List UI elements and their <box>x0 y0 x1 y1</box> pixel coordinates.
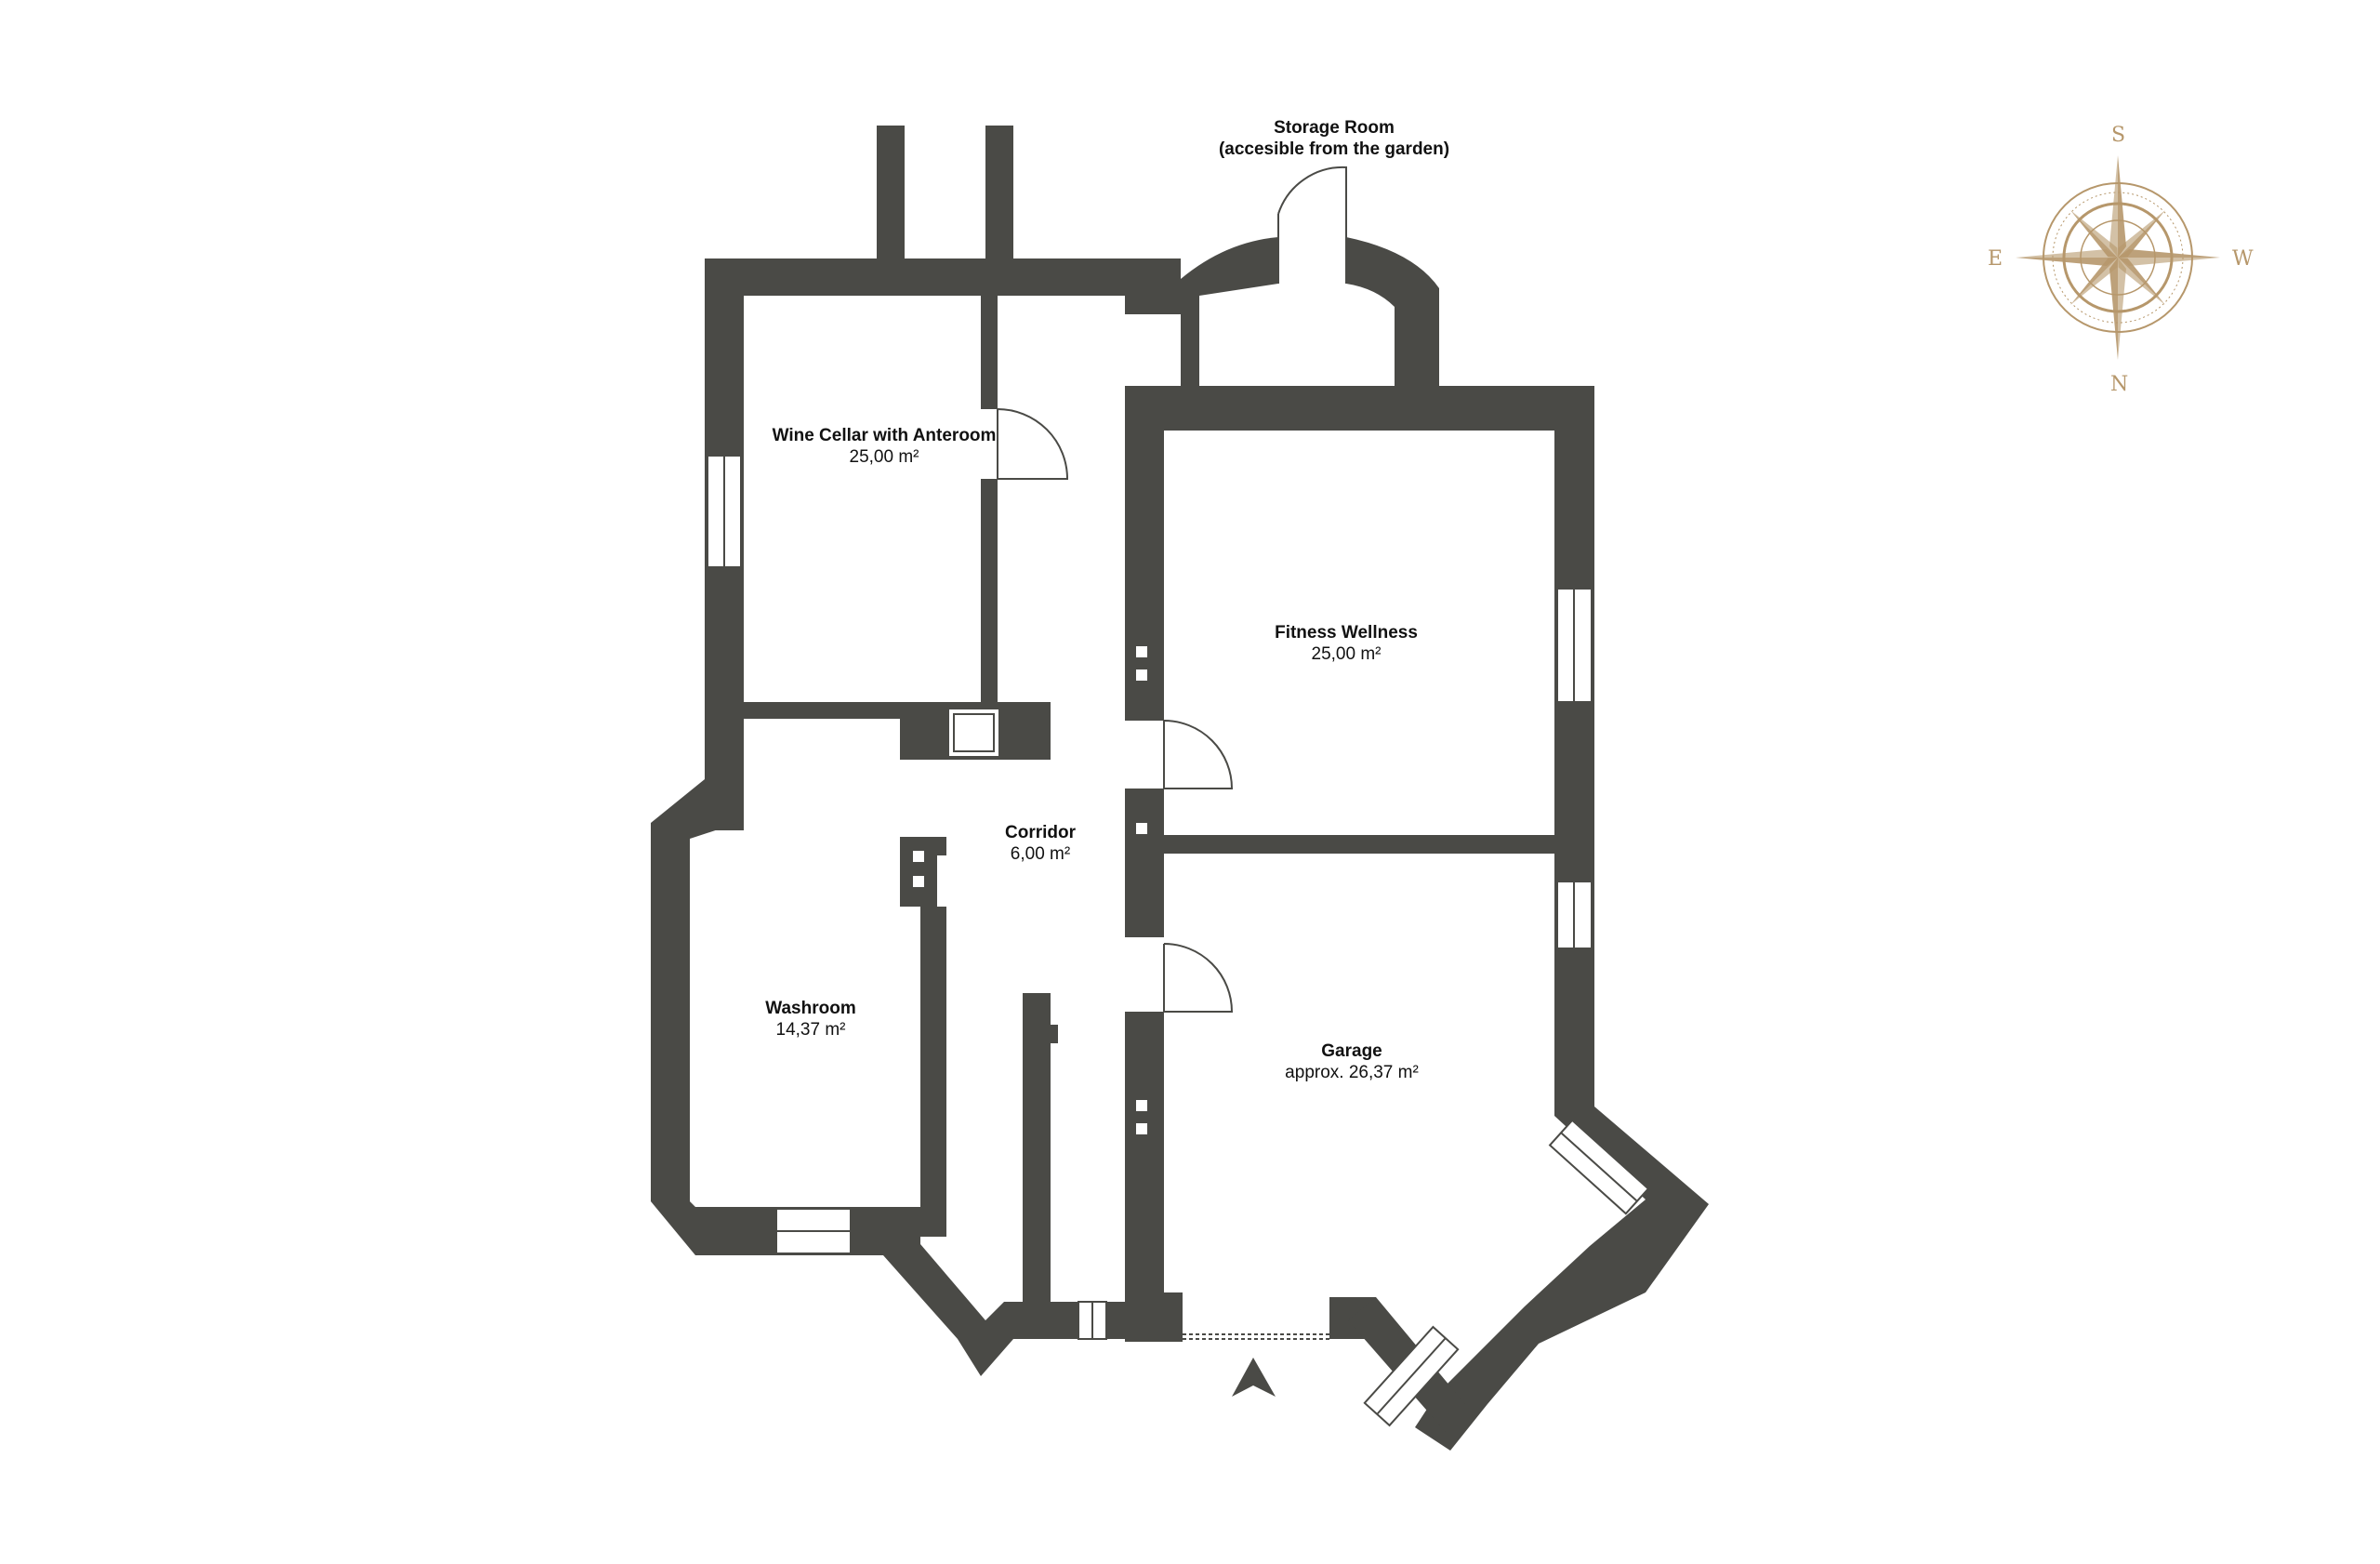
wall-bottom-entrance-left <box>1125 1292 1183 1342</box>
wall-storage-left <box>1181 279 1199 409</box>
doors <box>997 166 1347 1340</box>
room-area: approx. 26,37 m² <box>1285 1062 1419 1082</box>
wall-storage-arc-right <box>1346 237 1439 391</box>
door-swing-icon <box>997 408 1069 480</box>
compass-west: W <box>2232 247 2254 271</box>
room-name: Fitness Wellness <box>1275 623 1418 643</box>
room-name: Wine Cellar with Anteroom <box>772 426 997 445</box>
wall-corridor-column-stub <box>1051 1025 1058 1043</box>
compass-south: S <box>2111 124 2125 147</box>
compass-east: E <box>1988 247 2003 271</box>
wall-storage-step <box>1125 296 1197 314</box>
room-note: (accesible from the garden) <box>1218 139 1450 159</box>
room-label-wine-cellar: Wine Cellar with Anteroom 25,00 m² <box>773 426 997 469</box>
wall-right-upper <box>1554 386 1594 1111</box>
room-label-washroom: Washroom 14,37 m² <box>765 999 855 1041</box>
wall-corridor-column <box>1023 993 1051 1302</box>
door-swing-icon <box>1277 166 1347 284</box>
wall-storage-arc-left <box>1181 237 1278 296</box>
walls <box>651 126 1709 1451</box>
room-area: 25,00 m² <box>849 446 919 467</box>
wall-wine-divider-top <box>981 296 998 409</box>
room-area: 14,37 m² <box>775 1019 846 1040</box>
wall-washroom-outer <box>651 779 1125 1376</box>
room-label-fitness: Fitness Wellness 25,00 m² <box>1275 623 1418 666</box>
wall-wine-divider-bottom <box>981 479 998 702</box>
wall-washroom-right-v <box>920 907 946 1237</box>
room-label-storage: Storage Room (accesible from the garden) <box>1219 118 1449 161</box>
wall-garage-outer <box>1415 1107 1709 1451</box>
entrance-arrow-icon <box>1232 1358 1276 1397</box>
room-area: 6,00 m² <box>1010 843 1071 864</box>
wall-corridor-right-c <box>1125 1012 1164 1342</box>
room-area: 25,00 m² <box>1311 643 1382 664</box>
wall-top <box>705 258 1181 296</box>
room-name: Garage <box>1321 1041 1382 1061</box>
wall-fitness-garage <box>1164 835 1554 854</box>
windows <box>707 455 1650 1427</box>
room-name: Storage Room <box>1274 118 1395 138</box>
chimney-right <box>985 126 1013 258</box>
fixtures <box>913 646 1147 1134</box>
wall-washroom-post <box>900 840 937 907</box>
compass-rose-icon: S N E W <box>1988 124 2254 396</box>
room-label-corridor: Corridor 6,00 m² <box>1005 823 1076 866</box>
compass-north: N <box>2110 373 2128 396</box>
room-name: Washroom <box>765 999 856 1018</box>
door-swing-icon <box>1163 943 1234 1013</box>
room-label-garage: Garage approx. 26,37 m² <box>1285 1041 1419 1084</box>
chimney-left <box>877 126 905 258</box>
door-swing-icon <box>1163 720 1234 789</box>
room-name: Corridor <box>1005 823 1076 842</box>
wall-corridor-right-b <box>1125 789 1164 937</box>
wall-fitness-top <box>1125 386 1594 431</box>
wall-corridor-right-a <box>1125 386 1164 721</box>
